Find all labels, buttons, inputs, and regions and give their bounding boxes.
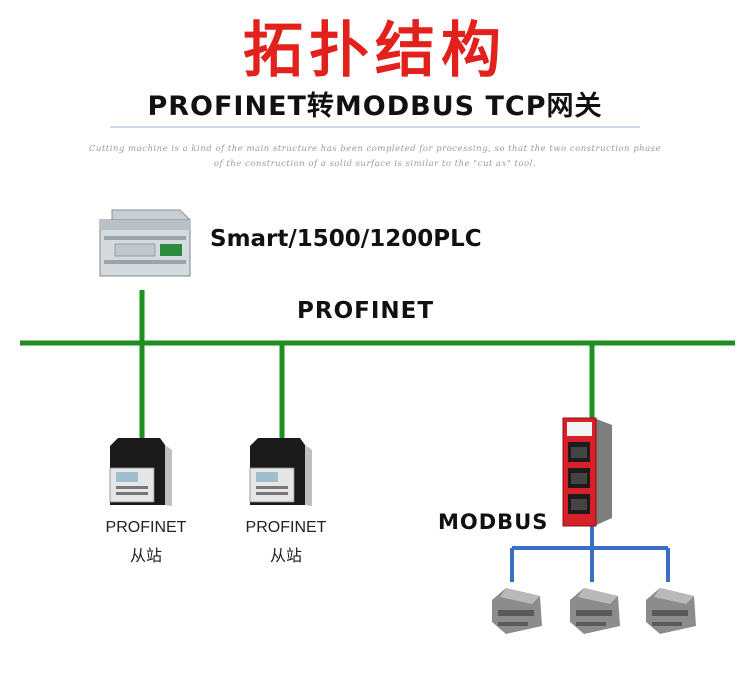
modbus-module-3-icon (646, 588, 696, 634)
page-title: 拓扑结构 (243, 16, 507, 86)
slave2-title: PROFINET (245, 519, 327, 536)
slave2-subtitle: 从站 (269, 546, 302, 565)
page-subtitle: PROFINET转MODBUS TCP网关 (147, 91, 603, 122)
slave2-device-icon (249, 438, 312, 506)
modbus-label: MODBUS (438, 510, 549, 534)
slave1-subtitle: 从站 (129, 546, 162, 565)
plc-label: Smart/1500/1200PLC (210, 226, 482, 252)
description-text: Cutting machine is a kind of the main st… (88, 144, 662, 169)
profinet-bus-label: PROFINET (297, 298, 435, 324)
gateway-device-icon (562, 417, 612, 527)
slave1-device-icon (109, 438, 172, 506)
slave1-title: PROFINET (105, 519, 187, 536)
profinet-lines (20, 290, 735, 440)
subtitle-divider (110, 126, 640, 128)
modbus-module-2-icon (570, 588, 620, 634)
modbus-module-1-icon (492, 588, 542, 634)
modbus-lines (510, 525, 670, 582)
plc-device-icon (99, 209, 191, 277)
